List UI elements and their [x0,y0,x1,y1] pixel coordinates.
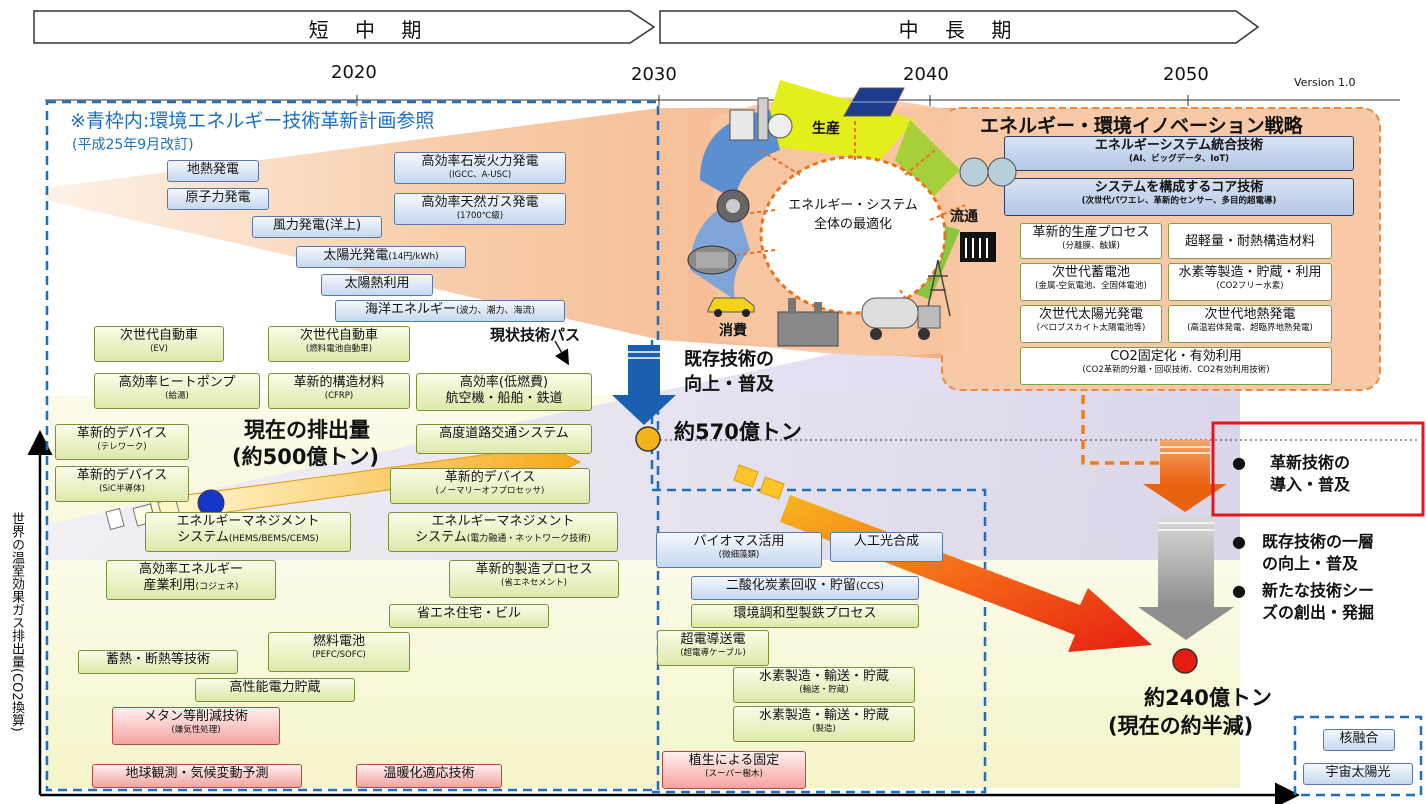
tech-cogeneration: 高効率エネルギー産業利用(コジェネ) [106,560,276,600]
tech-manufacturing: 革新的製造プロセス(省エネセメント) [449,560,619,598]
strategy-item-2: 超軽量・耐熱構造材料 [1168,223,1332,259]
tech-ocean-energy: 海洋エネルギー(波力、潮力、海流) [335,300,565,322]
strategy-item-5: 次世代太陽光発電(ペロブスカイト太陽電池等) [1020,305,1162,343]
tech-ems-network: エネルギーマネジメントシステム(電力融通・ネットワーク技術) [388,512,618,552]
cycle-production: 生産 [812,121,840,137]
tanker-truck-icon [861,297,941,340]
strategy-item-3: 次世代蓄電池(金属-空気電池、全固体電池) [1020,263,1162,301]
factory-icon [777,298,839,347]
tech-vegetation-fixation: 植生による固定(スーパー樹木) [662,751,806,789]
cycle-consumption: 消費 [719,323,747,339]
gear-icon [716,189,750,223]
tech-hydrogen-production: 水素製造・輸送・貯蔵(製造) [733,706,915,742]
strategy-co2: CO2固定化・有効利用(CO2革新的分離・回収技術、CO2有効利用技術) [1020,347,1332,385]
turbine-icon [687,245,737,275]
cycle-distribution: 流通 [950,209,978,225]
tech-device-telework: 革新的デバイス(テレワーク) [55,424,189,460]
existing-tech-label-1: 既存技術の [684,349,774,370]
tech-solar-thermal: 太陽熱利用 [321,274,433,296]
tech-artificial-photosynthesis: 人工光合成 [830,532,943,562]
emission-240: 約240億トン [1144,686,1272,710]
tech-steelmaking: 環境調和型製鉄プロセス [691,604,919,628]
tech-nuclear: 原子力発電 [167,188,269,210]
tech-cfrp: 革新的構造材料(CFRP) [268,373,410,409]
tech-methane-reduction: メタン等削減技術(嫌気性処理) [112,707,280,745]
tech-superconducting: 超電導送電(超電導ケーブル) [657,630,769,666]
tech-device-sic: 革新的デバイス(SiC半導体) [55,466,189,502]
tech-thermal-storage: 蓄熱・断熱等技術 [78,650,238,674]
gas-tank-icon [959,157,1017,187]
current-path-label: 現状技術パス [490,326,581,344]
tech-earth-observation: 地球観測・気候変動予測 [92,764,302,788]
year-2020: 2020 [331,62,377,83]
year-2030: 2030 [631,64,677,85]
tech-coal-power: 高効率石炭火力発電(IGCC、A-USC) [394,152,566,184]
tech-gas-power: 高効率天然ガス発電(1700℃級) [394,193,566,225]
y-axis-label: 世界の温室効果ガス排出量(CO2換算) [9,512,24,732]
tech-aviation: 高効率(低燃費)航空機・船舶・鉄道 [416,373,592,411]
tech-adaptation: 温暖化適応技術 [356,764,502,788]
phase-short-mid: 短 中 期 [308,18,432,42]
strategy-core-tech: システムを構成するコア技術(次世代パワエレ、革新的センサー、多目的超電導) [1004,178,1354,216]
strategy-integration: エネルギーシステム統合技術(AI、ビッグデータ、IoT) [1004,136,1354,171]
bullet-existing-tech: ●既存技術の一層 の向上・普及 [1232,532,1375,573]
strategy-item-4: 水素等製造・貯蔵・利用(CO2フリー水素) [1168,263,1332,301]
year-2040: 2040 [903,64,949,85]
tech-offshore-wind: 風力発電(洋上) [252,216,382,238]
bullet-innovative-tech: ●革新技術の 導入・普及 [1232,453,1351,494]
strategy-item-1: 革新的生産プロセス(分離膜、触媒) [1020,223,1162,259]
tech-ccs: 二酸化炭素回収・貯留(CCS) [691,576,919,600]
tech-solar-pv: 太陽光発電(14円/kWh) [296,246,466,268]
current-emission-label: 現在の排出量 [244,418,370,442]
power-plant-icon [729,97,793,141]
tech-ev: 次世代自動車(EV) [94,326,224,362]
car-icon [707,297,755,317]
phase-mid-long: 中 長 期 [898,18,1022,42]
bullet-new-seeds: ●新たな技術シー ズの創出・発掘 [1232,581,1375,622]
note-title: ※青枠内:環境エネルギー技術革新計画参照 [70,110,435,132]
tech-fuel-cell: 燃料電池(PEFC/SOFC) [268,632,410,672]
tech-zeb: 省エネ住宅・ビル [389,604,549,628]
strategy-item-6: 次世代地熱発電(高温岩体発電、超臨界地熱発電) [1168,305,1332,343]
emission-half: (現在の約半減) [1108,714,1254,738]
tech-heat-pump: 高効率ヒートポンプ(給湯) [94,373,260,409]
tech-hydrogen-transport: 水素製造・輸送・貯蔵(輸送・貯蔵) [733,667,915,703]
tech-device-normally-off: 革新的デバイス(ノーマリーオフプロセッサ) [390,468,590,504]
note-subtitle: (平成25年9月改訂) [72,137,194,153]
existing-tech-label-2: 向上・普及 [684,374,774,395]
power-tower-icon [925,259,951,317]
tech-space-solar: 宇宙太陽光 [1303,763,1413,785]
battery-icon [960,232,996,262]
tech-biomass: バイオマス活用(微細藻類) [656,532,822,568]
version-label: Version 1.0 [1294,76,1356,89]
cycle-center-label: エネルギー・システム全体の最適化 [788,198,918,232]
tech-geothermal: 地熱発電 [167,160,259,182]
year-2050: 2050 [1163,64,1209,85]
tech-fusion: 核融合 [1323,729,1395,751]
tech-fcv: 次世代自動車(燃料電池自動車) [268,326,410,362]
strategy-title: エネルギー・環境イノベーション戦略 [980,115,1303,137]
emission-570: 約570億トン [674,420,802,444]
tech-its: 高度道路交通システム [416,424,592,454]
tech-power-storage: 高性能電力貯蔵 [195,678,355,702]
current-emission-value: (約500億トン) [232,445,380,469]
solar-panel-icon [843,87,905,117]
tech-ems-hems: エネルギーマネジメントシステム(HEMS/BEMS/CEMS) [145,512,351,552]
